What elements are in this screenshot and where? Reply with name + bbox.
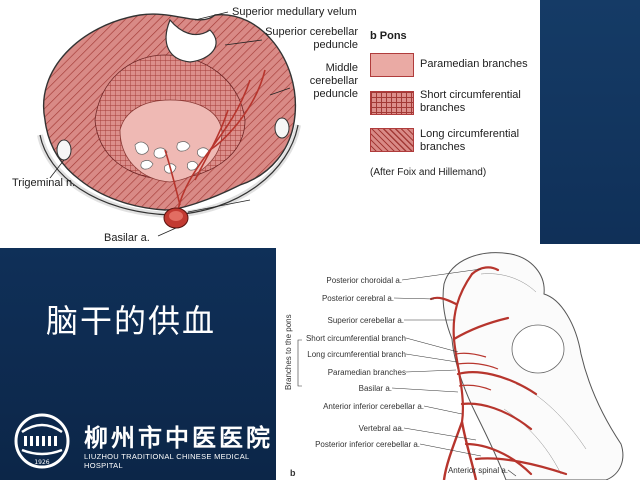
hospital-name-cn: 柳州市中医医院 [84,423,273,452]
legend-credit: (After Foix and Hillemand) [370,167,487,178]
label-basilar-bottom: Basilar a. [358,384,392,393]
legend-label-long: Long circumferential branches [420,128,520,153]
legend-swatch-short [370,91,414,115]
label-basilar: Basilar a. [104,232,150,244]
label-trigeminal: Trigeminal n. [12,177,76,189]
hospital-emblem-icon: 1926 [14,413,70,469]
emblem-badge-text: 1926 [34,459,49,466]
pons-cross-section-panel: Superior medullary velum Superior cerebe… [0,0,540,248]
label-long-circumferential: Long circumferential branch [307,350,406,359]
label-superior-cerebellar: Superior cerebellar a. [327,316,404,325]
legend-title: b Pons [370,30,407,42]
legend-swatch-paramedian [370,53,414,77]
brainstem-lateral-diagram [297,252,624,480]
label-paramedian: Paramedian branches [327,368,406,377]
legend-swatch-long [370,128,414,152]
pons-cross-section-diagram [37,11,301,237]
label-superior-medullary-velum: Superior medullary velum [232,6,357,18]
label-posterior-inferior-cerebellar: Posterior inferior cerebellar a. [315,440,420,449]
legend-label-paramedian: Paramedian branches [420,58,528,70]
label-posterior-choroidal: Posterior choroidal a. [326,276,402,285]
label-superior-cerebellar-peduncle: Superior cerebellar peduncle [265,26,358,51]
label-middle-cerebellar-peduncle: Middle cerebellar peduncle [309,62,358,100]
legend-label-short: Short circumferential branches [420,89,521,114]
label-branches-to-pons: Branches to the pons [284,314,293,390]
label-anterior-spinal: Anterior spinal a. [447,466,508,475]
label-anterior-inferior-cerebellar: Anterior inferior cerebellar a. [323,402,424,411]
label-short-circumferential: Short circumferential branch [305,334,406,343]
slide-title: 脑干的供血 [46,302,217,340]
label-vertebral: Vertebral aa. [358,424,404,433]
panel-letter: b [290,468,296,478]
label-posterior-cerebral: Posterior cerebral a. [321,294,394,303]
hospital-name-en: LIUZHOU TRADITIONAL CHINESE MEDICAL HOSP… [84,452,250,470]
hospital-logo: 1926 柳州市中医医院 LIUZHOU TRADITIONAL CHINESE… [8,412,278,470]
basilar-artery-icon [163,207,189,229]
brainstem-lateral-panel: Posterior choroidal a. Posterior cerebra… [276,244,640,480]
